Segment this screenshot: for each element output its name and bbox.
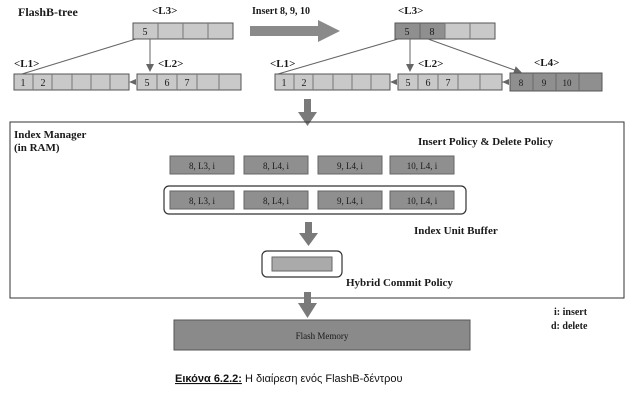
left-key-1: 1 xyxy=(21,78,26,89)
entry-r1-1: 8, L3, i xyxy=(189,161,215,171)
pointer-root-left xyxy=(21,38,137,75)
pointer-after-left xyxy=(277,38,399,75)
root-label-before: <L3> xyxy=(152,5,177,17)
figure-caption: Εικόνα 6.2.2: Η διαίρεση ενός FlashB-δέν… xyxy=(175,373,403,385)
mid-key-1-after: 5 xyxy=(406,78,411,89)
mid-leaf-after: 5 6 7 xyxy=(397,73,503,91)
entry-r1-4: 10, L4, i xyxy=(407,161,438,171)
index-manager-subtitle: (in RAM) xyxy=(14,142,60,154)
left-label-after: <L1> xyxy=(270,58,295,70)
mid-key-2-after: 6 xyxy=(426,78,431,89)
left-key-2: 2 xyxy=(41,78,46,89)
right-key-2: 6 xyxy=(165,78,170,89)
right-leaf-after: 8 9 10 xyxy=(509,72,603,92)
hybrid-commit-box xyxy=(261,250,343,278)
tree-title: FlashB-tree xyxy=(18,5,78,19)
root-key-1-after: 5 xyxy=(405,27,410,38)
entry-r1-3: 9, L4, i xyxy=(337,161,363,171)
sibling-link-after-1 xyxy=(390,79,397,85)
hybrid-commit-label: Hybrid Commit Policy xyxy=(346,277,453,289)
transition-label: Insert 8, 9, 10 xyxy=(252,6,310,17)
entry-r2-4: 10, L4, i xyxy=(407,196,438,206)
entries-row-1: 8, L3, i 8, L4, i 9, L4, i 10, L4, i xyxy=(169,155,455,175)
entry-r1-2: 8, L4, i xyxy=(263,161,289,171)
policy-label: Insert Policy & Delete Policy xyxy=(418,136,554,148)
entries-row-2: 8, L3, i 8, L4, i 9, L4, i 10, L4, i xyxy=(169,190,455,210)
right-key-1-after: 8 xyxy=(519,78,524,88)
left-leaf-before: 1 2 xyxy=(13,73,130,91)
left-label-before: <L1> xyxy=(14,58,39,70)
commit-block xyxy=(271,256,333,272)
entry-r2-2: 8, L4, i xyxy=(263,196,289,206)
pointer-after-right xyxy=(427,38,522,74)
flash-memory-block xyxy=(173,319,471,351)
legend-delete: d: delete xyxy=(551,321,588,332)
index-manager-title: Index Manager xyxy=(14,129,87,141)
index-unit-buffer-box xyxy=(163,185,467,215)
entry-r2-3: 9, L4, i xyxy=(337,196,363,206)
down-arrow-2 xyxy=(299,222,318,246)
right-label-after: <L4> xyxy=(534,57,559,69)
down-arrow-1 xyxy=(298,99,317,126)
right-key-3-after: 10 xyxy=(563,78,573,88)
mid-label-after: <L2> xyxy=(418,58,443,70)
left-leaf-after: 1 2 xyxy=(274,73,391,91)
index-manager-box xyxy=(9,121,625,299)
caption-text: Η διαίρεση ενός FlashB-δέντρου xyxy=(242,373,403,385)
legend-insert: i: insert xyxy=(554,307,588,318)
mid-key-3-after: 7 xyxy=(446,78,451,89)
root-key: 5 xyxy=(143,27,148,38)
left-key-2-after: 2 xyxy=(302,78,307,89)
right-key-1: 5 xyxy=(145,78,150,89)
entry-r2-1: 8, L3, i xyxy=(189,196,215,206)
left-key-1-after: 1 xyxy=(282,78,287,89)
caption-prefix: Εικόνα 6.2.2: xyxy=(175,373,242,385)
right-label-before: <L2> xyxy=(158,58,183,70)
right-leaf-before: 5 6 7 xyxy=(136,73,242,91)
root-key-2-after: 8 xyxy=(430,27,435,38)
root-node-before: 5 xyxy=(132,22,234,40)
root-node-after: 5 8 xyxy=(394,22,496,40)
right-key-3: 7 xyxy=(185,78,190,89)
flash-memory-label: Flash Memory xyxy=(296,331,349,341)
root-label-after: <L3> xyxy=(398,5,423,17)
index-unit-buffer-label: Index Unit Buffer xyxy=(414,225,498,237)
transition-arrow xyxy=(250,20,340,42)
right-key-2-after: 9 xyxy=(542,78,547,88)
down-arrow-3 xyxy=(298,292,317,318)
